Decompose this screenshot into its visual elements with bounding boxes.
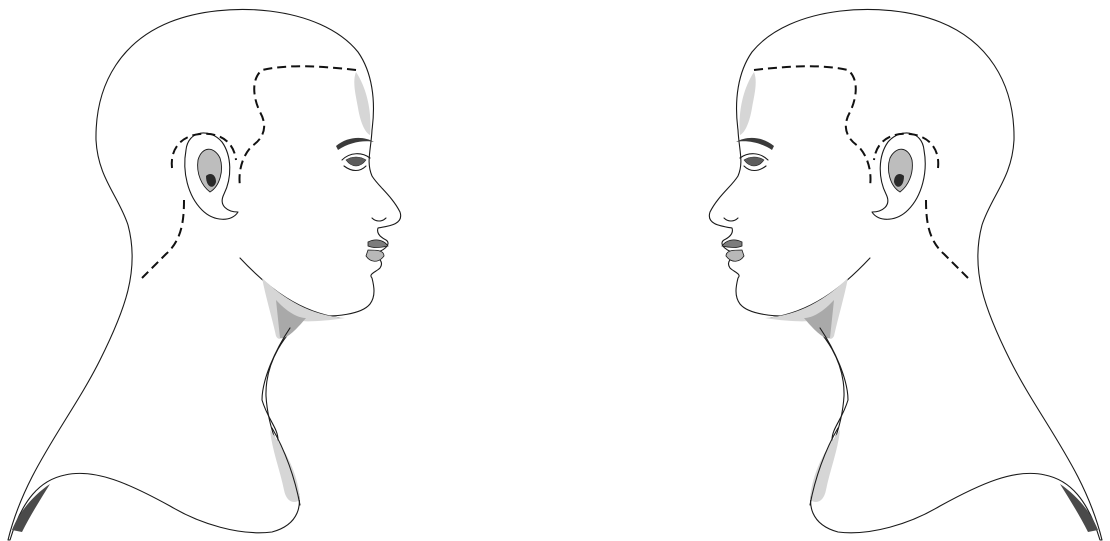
left-head-profile (8, 9, 401, 540)
right-head-profile (709, 9, 1102, 540)
